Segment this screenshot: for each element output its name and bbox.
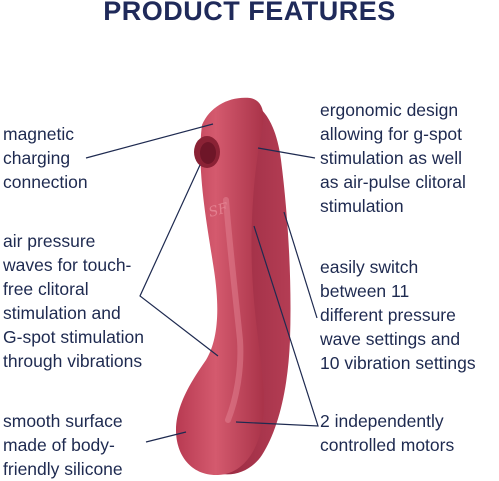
page-title: PRODUCT FEATURES <box>103 0 396 26</box>
leader-ergonomic <box>257 147 316 159</box>
logo-mark: SF <box>207 200 231 221</box>
leader-lines-left <box>85 123 219 443</box>
device-highlight <box>223 197 244 423</box>
leader-motors <box>235 225 319 427</box>
feature-motors: 2 independently controlled motors <box>320 411 455 455</box>
leader-air-pressure <box>139 164 219 357</box>
leader-lines-right <box>235 147 319 427</box>
feature-air-pressure: air pressure waves for touch- free clito… <box>3 231 145 371</box>
feature-settings-switch: easily switch between 11 different press… <box>320 257 476 373</box>
device-body <box>176 97 265 476</box>
feature-ergonomic-design: ergonomic design allowing for g-spot sti… <box>320 100 466 216</box>
leader-magnetic <box>85 123 214 159</box>
device-back-panel <box>222 100 291 475</box>
air-pulse-inner <box>200 142 216 164</box>
feature-magnetic-charging: magnetic charging connection <box>3 124 88 192</box>
leader-smooth <box>145 431 187 443</box>
feature-smooth-surface: smooth surface made of body- friendly si… <box>3 411 123 479</box>
leader-switch <box>283 211 318 319</box>
